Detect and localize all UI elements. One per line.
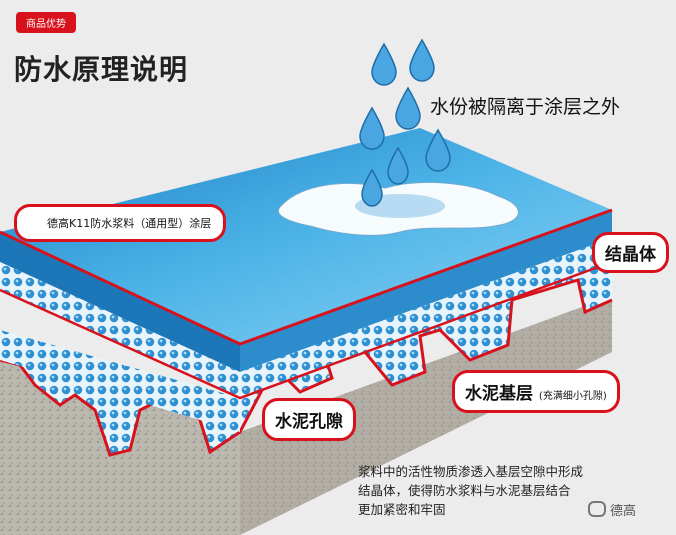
base-label-text: 水泥基层 <box>465 384 533 404</box>
page-title: 防水原理说明 <box>14 53 189 86</box>
product-badge: 商品优势 <box>16 12 76 33</box>
chat-icon <box>588 501 606 517</box>
description-line: 更加紧密和牢固 <box>358 502 446 517</box>
watermark: 德高 <box>588 500 636 519</box>
pore-label: 水泥孔隙 <box>262 398 356 441</box>
water-isolation-note: 水份被隔离于涂层之外 <box>430 96 621 118</box>
coating-label: 德高K11防水浆料（通用型）涂层 <box>14 204 227 242</box>
description-note: 浆料中的活性物质渗透入基层空隙中形成 结晶体，使得防水浆料与水泥基层结合 更加紧… <box>358 462 658 519</box>
coating-layer <box>0 128 613 400</box>
crystal-layer <box>0 262 613 457</box>
watermark-text: 德高 <box>610 504 637 519</box>
base-label-sub: (充满细小孔隙) <box>538 391 607 402</box>
description-line: 结晶体，使得防水浆料与水泥基层结合 <box>358 483 571 498</box>
base-label: 水泥基层 (充满细小孔隙) <box>452 370 620 413</box>
crystal-label: 结晶体 <box>592 232 669 273</box>
description-line: 浆料中的活性物质渗透入基层空隙中形成 <box>358 464 584 479</box>
water-droplets <box>359 38 451 207</box>
